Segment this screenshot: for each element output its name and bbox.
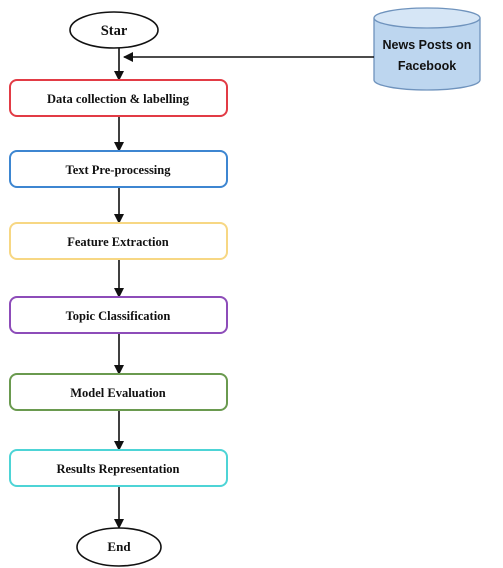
step-box (9, 296, 228, 334)
step-results-representation: Results Representation (9, 449, 228, 487)
end-terminal: End (76, 527, 162, 567)
step-box (9, 79, 228, 117)
step-box (9, 222, 228, 260)
database-top (373, 7, 481, 29)
step-label: Model Evaluation (70, 386, 166, 400)
step-feature-extraction: Feature Extraction (9, 222, 228, 260)
step-box (9, 373, 228, 411)
database-label-line1: News Posts on (383, 38, 472, 52)
step-topic-classification: Topic Classification (9, 296, 228, 334)
step-text-preprocessing: Text Pre-processing (9, 150, 228, 188)
database-label-line2: Facebook (398, 59, 456, 73)
step-box (9, 150, 228, 188)
step-model-evaluation: Model Evaluation (9, 373, 228, 411)
step-label: Results Representation (56, 462, 179, 476)
step-data-collection: Data collection & labelling (9, 79, 228, 117)
end-label: End (107, 539, 131, 554)
step-label: Feature Extraction (67, 235, 169, 249)
news-posts-database: News Posts on Facebook (373, 7, 481, 91)
step-box (9, 449, 228, 487)
start-terminal: Star (69, 11, 159, 49)
start-label: Star (101, 23, 128, 39)
step-label: Text Pre-processing (66, 163, 172, 177)
database-body (373, 18, 481, 91)
step-label: Data collection & labelling (47, 92, 190, 106)
step-label: Topic Classification (66, 309, 171, 323)
